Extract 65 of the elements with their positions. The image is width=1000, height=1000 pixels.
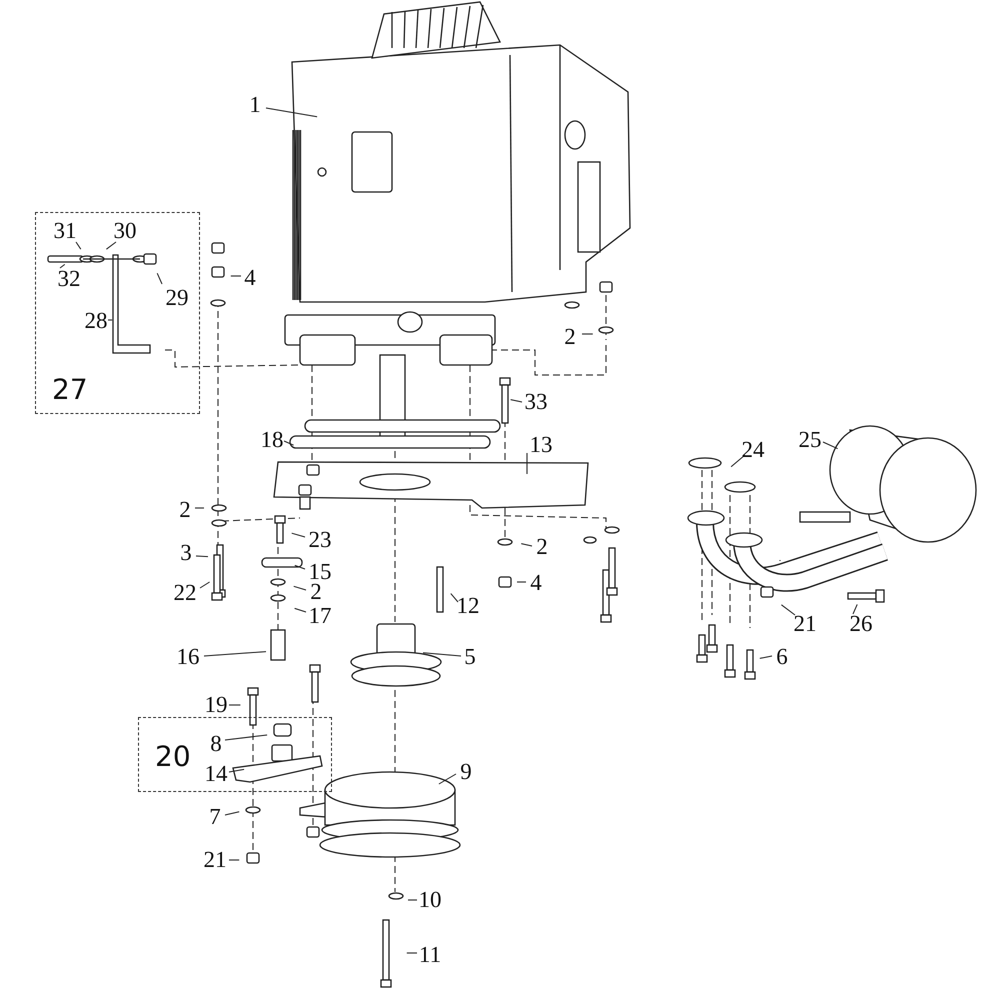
leader-line (293, 586, 306, 590)
callout-number: 21 (794, 612, 816, 636)
callout-number: 3 (180, 541, 192, 565)
callout-number: 2 (564, 325, 576, 349)
callout-number: 9 (460, 760, 472, 784)
leader-line (224, 734, 268, 740)
callout-number: 18 (260, 428, 284, 452)
callout-number: 19 (204, 693, 228, 717)
leader-line (510, 399, 522, 402)
callout-number: 5 (464, 645, 476, 669)
callout-number: 14 (204, 762, 228, 786)
leader-line (422, 652, 462, 656)
leader-line (204, 651, 266, 656)
callout-number: 33 (524, 390, 548, 414)
group-number: 20 (155, 742, 191, 772)
callout-number: 4 (244, 266, 256, 290)
callout-number: 7 (209, 805, 221, 829)
leader-line (291, 532, 306, 538)
leader-line (224, 811, 240, 816)
callout-number: 26 (850, 612, 872, 636)
callout-number: 2 (536, 535, 548, 559)
leader-line (759, 656, 772, 659)
callout-number: 23 (308, 528, 332, 552)
callout-number: 6 (776, 645, 788, 669)
leader-line (730, 454, 746, 468)
callout-number: 2 (179, 498, 191, 522)
callout-number: 1 (249, 93, 261, 117)
leader-line (294, 564, 306, 570)
leader-line (450, 593, 458, 602)
callout-number: 25 (798, 428, 822, 452)
leader-line (852, 604, 858, 614)
callout-number: 24 (742, 438, 764, 462)
callout-number: 4 (530, 571, 542, 595)
callout-number: 12 (456, 594, 480, 618)
leader-line (438, 774, 456, 784)
callout-number: 11 (418, 943, 442, 967)
leader-line (228, 768, 245, 772)
leader-line (822, 442, 838, 450)
leader-line (520, 543, 532, 546)
callout-number: 22 (174, 581, 196, 605)
leader-line (406, 952, 418, 954)
leader-line (156, 272, 162, 284)
leader-line (196, 556, 208, 558)
callout-number: 31 (54, 219, 76, 243)
leader-line (526, 452, 528, 474)
callout-number: 17 (308, 604, 332, 628)
leader-line (228, 704, 241, 706)
callout-number: 28 (84, 309, 108, 333)
leader-line (266, 108, 318, 118)
callout-number: 16 (176, 645, 200, 669)
leader-line (106, 242, 116, 250)
callout-number: 8 (210, 732, 222, 756)
callout-number: 32 (58, 267, 80, 291)
group-number: 27 (52, 375, 88, 405)
leader-line (200, 582, 210, 588)
callout-number: 29 (166, 286, 188, 310)
leader-line (284, 440, 294, 446)
callout-number: 13 (530, 433, 552, 457)
leader-line (780, 604, 796, 616)
callout-number: 10 (418, 888, 442, 912)
leader-line (294, 608, 306, 612)
callout-number: 21 (204, 848, 226, 872)
callout-number: 30 (114, 219, 136, 243)
leader-line (76, 242, 82, 250)
leader-line (60, 264, 66, 268)
